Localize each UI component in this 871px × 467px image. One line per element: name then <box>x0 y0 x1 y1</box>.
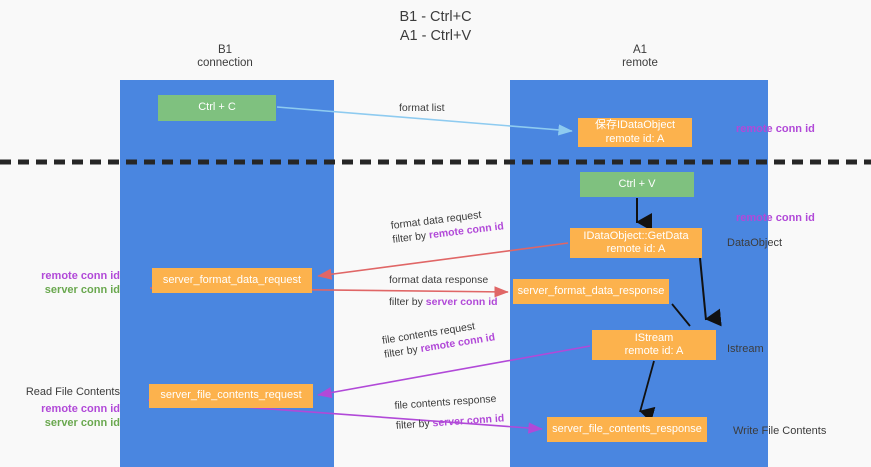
box-ctrl-c[interactable]: Ctrl + C <box>158 95 276 121</box>
edge-format-list <box>276 106 573 136</box>
edge-label-format-data-response: format data response filter by server co… <box>389 273 498 309</box>
title-line-1: B1 - Ctrl+C <box>399 9 472 25</box>
box-ctrl-v[interactable]: Ctrl + V <box>580 172 694 197</box>
box-istream-label: IStream <box>634 331 674 344</box>
box-idataobject-getdata-remote-id: remote id: A <box>606 243 666 255</box>
annotation-left-server-conn-id-mid: server conn id <box>44 284 120 296</box>
box-ctrl-c-label: Ctrl + C <box>198 101 236 114</box>
lane-header-b1: B1 connection <box>150 44 300 70</box>
box-server-format-data-response-label: server_format_data_response <box>517 284 665 297</box>
edge-response-to-istream <box>671 303 691 327</box>
box-save-idataobject-remote-id: remote id: A <box>605 132 665 145</box>
annotation-write-file-contents: Write File Contents <box>733 425 827 437</box>
annotation-remote-conn-id-mid: remote conn id <box>736 212 815 224</box>
box-save-idataobject-label: 保存IDataObject <box>594 119 676 131</box>
edge-file-contents-request <box>317 345 591 399</box>
box-idataobject-getdata[interactable]: IDataObject::GetData remote id: A <box>570 228 702 258</box>
edge-label-format-data-response-filter-prefix: filter by <box>389 296 426 308</box>
annotation-left-conn-ids-bottom: remote conn id server conn id <box>20 402 120 430</box>
annotation-istream: Istream <box>727 343 764 355</box>
lane-header-a1: A1 remote <box>565 44 715 70</box>
annotation-left-conn-ids-mid: remote conn id server conn id <box>20 269 120 297</box>
box-server-file-contents-response-label: server_file_contents_response <box>552 422 702 435</box>
title-line-2: A1 - Ctrl+V <box>399 28 472 44</box>
diagram-title: B1 - Ctrl+C A1 - Ctrl+V <box>0 8 871 46</box>
annotation-read-file-contents: Read File Contents <box>25 386 120 398</box>
box-server-format-data-response[interactable]: server_format_data_response <box>513 279 669 304</box>
lane-header-a1-name: A1 <box>632 44 648 56</box>
edge-label-format-data-response-filter-key: server conn id <box>425 296 498 308</box>
box-ctrl-v-label: Ctrl + V <box>618 177 656 190</box>
box-istream-remote-id: remote id: A <box>624 345 684 357</box>
edge-format-data-request <box>317 242 569 280</box>
lane-header-a1-role: remote <box>622 57 658 69</box>
lane-header-b1-name: B1 <box>217 44 233 56</box>
edge-getdata-to-istream <box>699 257 722 327</box>
box-save-idataobject[interactable]: 保存IDataObject remote id: A <box>578 118 692 147</box>
edge-label-format-list: format list <box>399 101 445 115</box>
box-idataobject-getdata-label: IDataObject::GetData <box>583 229 689 242</box>
annotation-dataobject: DataObject <box>727 237 783 249</box>
lane-header-b1-role: connection <box>197 57 253 69</box>
box-server-format-data-request[interactable]: server_format_data_request <box>152 268 312 293</box>
annotation-remote-conn-id-top: remote conn id <box>736 123 815 135</box>
annotation-left-server-conn-id-bottom: server conn id <box>44 417 120 429</box>
box-server-file-contents-request-label: server_file_contents_request <box>160 389 302 402</box>
edge-label-format-data-response-text: format data response <box>389 274 489 286</box>
box-server-file-contents-response[interactable]: server_file_contents_response <box>547 417 707 442</box>
edge-label-format-list-text: format list <box>399 102 445 114</box>
box-istream[interactable]: IStream remote id: A <box>592 330 716 360</box>
annotation-left-remote-conn-id-bottom: remote conn id <box>41 403 120 415</box>
edge-label-file-contents-response-filter-prefix: filter by <box>395 417 433 432</box>
annotation-left-remote-conn-id-mid: remote conn id <box>41 270 120 282</box>
box-server-file-contents-request[interactable]: server_file_contents_request <box>149 384 313 408</box>
box-server-format-data-request-label: server_format_data_request <box>162 273 302 286</box>
edge-istream-to-file-response <box>639 360 656 423</box>
